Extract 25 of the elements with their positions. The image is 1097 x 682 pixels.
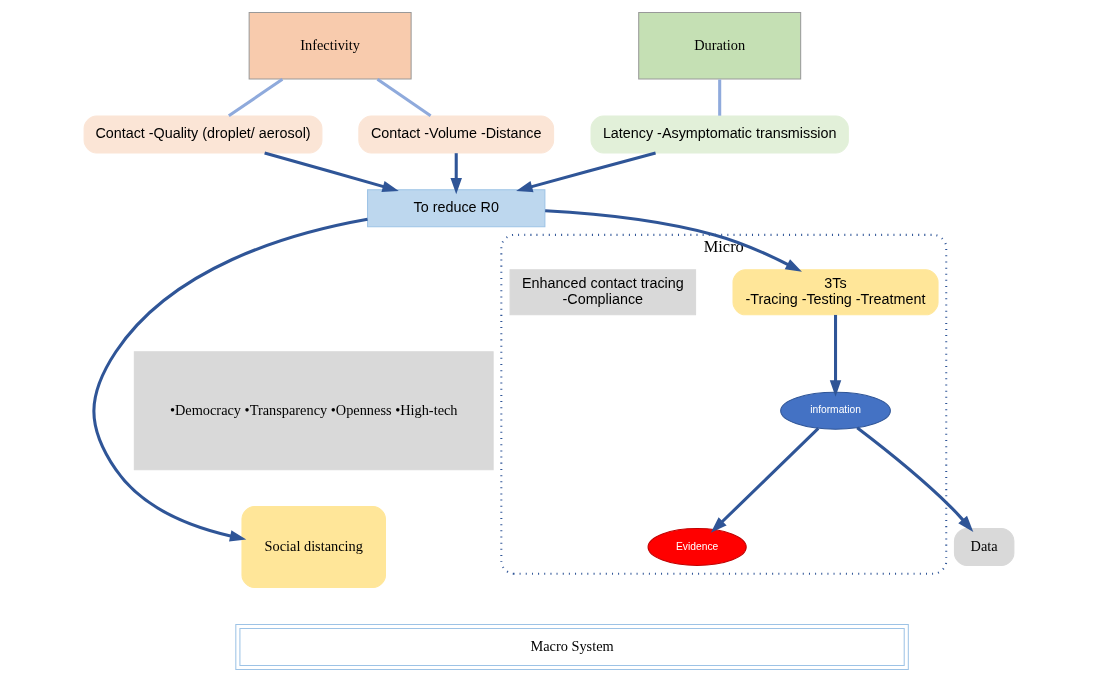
node-box: Social distancing xyxy=(240,506,386,589)
connector xyxy=(227,78,283,118)
arrow xyxy=(855,426,973,533)
connector xyxy=(376,78,431,118)
node-box: 3Ts -Tracing -Testing -Treatment xyxy=(732,269,939,316)
arrow xyxy=(263,151,399,192)
node-box: Enhanced contact tracing -Compliance xyxy=(509,269,696,316)
node-box: Infectivity xyxy=(248,11,412,80)
node-box: •Democracy •Transparency •Openness •High-tech xyxy=(133,351,494,471)
node-box: Latency -Asymptomatic transmission xyxy=(590,115,849,154)
arrow xyxy=(544,209,802,272)
arrow xyxy=(829,314,841,397)
node-ellipse: information xyxy=(779,391,891,430)
node-box: Data xyxy=(953,528,1014,566)
node-ellipse: Evidence xyxy=(647,528,747,566)
node-box: To reduce R0 xyxy=(366,189,545,228)
arrow xyxy=(710,427,819,533)
arrow xyxy=(91,217,368,542)
arrow xyxy=(515,151,656,193)
arrow xyxy=(449,153,462,195)
node-box: Contact -Quality (droplet/ aerosol) xyxy=(83,115,322,154)
node-box: Macro System xyxy=(234,623,909,671)
node-box: Contact -Volume -Distance xyxy=(357,115,554,154)
node-box: Duration xyxy=(637,11,801,80)
connector xyxy=(717,79,721,116)
